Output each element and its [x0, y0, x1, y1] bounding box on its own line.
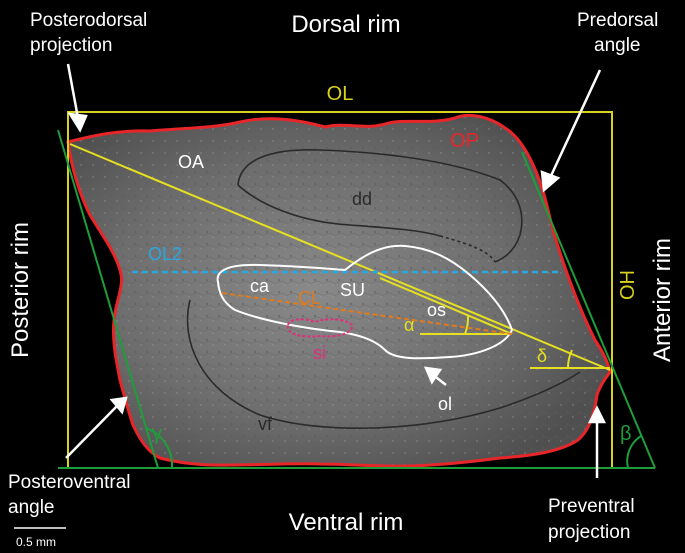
- alpha-upper-line: [379, 277, 513, 335]
- dd-label: dd: [352, 189, 372, 209]
- posterior-tangent-line: [57, 129, 159, 469]
- si-label: si: [313, 343, 326, 363]
- dd-lower-curve: [237, 184, 441, 237]
- gamma-label: γ: [152, 423, 162, 445]
- dorsal-rim-label: Dorsal rim: [291, 11, 400, 38]
- posterodorsal-label-2: projection: [30, 35, 112, 56]
- alpha-arc: [464, 314, 470, 335]
- su-label: SU: [340, 280, 365, 300]
- posteroventral-label-1: Posteroventral: [8, 472, 131, 493]
- vf-curve: [186, 299, 581, 430]
- ol2-label: OL2: [148, 244, 182, 264]
- posteroventral-arrow-head: [109, 396, 128, 415]
- delta-label: δ: [537, 346, 547, 366]
- preventral-label-1: Preventral: [548, 496, 635, 517]
- posterodorsal-label-1: Posterodorsal: [30, 10, 147, 31]
- anterior-tangent-line: [521, 151, 656, 469]
- predorsal-label-2: angle: [594, 35, 641, 56]
- posteroventral-arrow-line: [65, 404, 119, 459]
- cl-label: CL: [298, 288, 321, 308]
- ventral-rim-label: Ventral rim: [289, 509, 404, 536]
- delta-arc: [566, 349, 573, 369]
- vf-label: vf: [258, 414, 273, 434]
- ca-label: ca: [250, 276, 270, 296]
- dd-curve: [237, 149, 523, 263]
- ol-arrow-head: [423, 366, 443, 385]
- ol-label: OL: [327, 83, 354, 105]
- predorsal-arrow-head: [540, 170, 561, 193]
- beta-label: β: [620, 423, 632, 445]
- posterodorsal-arrow-line: [66, 63, 80, 119]
- preventral-arrow-head: [587, 405, 607, 424]
- posteroventral-label-2: angle: [8, 497, 55, 518]
- gamma-arc: [145, 427, 174, 469]
- preventral-label-2: projection: [548, 522, 630, 543]
- alpha-label: α: [404, 315, 414, 335]
- beta-arc: [626, 435, 642, 469]
- op-label: OP: [450, 130, 479, 152]
- oh-label: OH: [617, 270, 639, 300]
- dd-dashed-end: [439, 235, 496, 263]
- anterior-rim-label: Anterior rim: [649, 238, 676, 362]
- oa-label: OA: [178, 152, 204, 172]
- predorsal-arrow-line: [548, 69, 602, 179]
- posterior-rim-label: Posterior rim: [7, 222, 34, 358]
- predorsal-label-1: Predorsal: [577, 10, 658, 31]
- ol-region-label: ol: [438, 394, 452, 414]
- otolith-perimeter-op: [66, 113, 612, 468]
- cl-line: [221, 292, 513, 335]
- posterodorsal-arrow-head: [67, 112, 88, 133]
- sulcus-outline: [216, 244, 514, 360]
- scale-bar-label: 0.5 mm: [16, 535, 56, 549]
- os-label: os: [427, 300, 446, 320]
- dorsal-diagonal-line: [69, 143, 611, 371]
- si-outline: [286, 318, 354, 338]
